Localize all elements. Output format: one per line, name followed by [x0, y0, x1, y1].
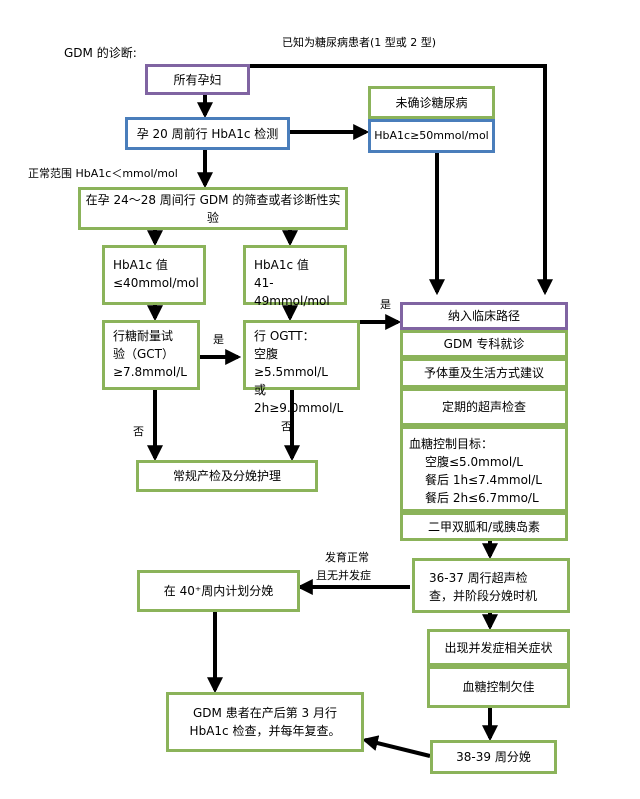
box-gct-line2: 验（GCT） — [113, 347, 175, 361]
normal-dev-label-2: 且无并发症 — [316, 569, 371, 582]
normal-range-label: 正常范围 HbA1c＜mmol/mol — [28, 167, 178, 180]
box-clinical-path: 纳入临床路径 — [400, 302, 568, 330]
box-gdm-specialist: GDM 专科就诊 — [400, 330, 568, 358]
box-ultrasound-36: 36-37 周行超声检 查，并阶段分娩时机 — [412, 558, 570, 613]
box-hba1c-20w-text: 孕 20 周前行 HbA1c 检测 — [136, 126, 279, 141]
box-glucose-targets: 血糖控制目标： 空腹≤5.0mmol/L 餐后 1h≤7.4mmol/L 餐后 … — [400, 426, 568, 512]
box-weight-lifestyle-text: 予体重及生活方式建议 — [423, 366, 544, 380]
box-delivery-38: 38-39 周分娩 — [430, 740, 557, 774]
box-ultrasound-36-line1: 36-37 周行超声检 — [429, 571, 528, 585]
yes-label-gct: 是 — [213, 333, 224, 346]
normal-dev-label-1: 发育正常 — [325, 551, 369, 564]
box-hba1c-41-49: HbA1c 值 41-49mmol/mol — [243, 245, 347, 308]
box-undiagnosed-text: 未确诊糖尿病 — [395, 95, 468, 110]
no-label-ogtt: 否 — [281, 420, 292, 433]
box-metformin-insulin-text: 二甲双胍和/或胰岛素 — [427, 519, 541, 534]
arrow-known-diabetes — [250, 64, 553, 296]
box-metformin-insulin: 二甲双胍和/或胰岛素 — [400, 512, 568, 541]
box-weight-lifestyle: 予体重及生活方式建议 — [400, 358, 568, 388]
box-ogtt-line2: 空腹≥5.5mmol/L — [254, 347, 328, 379]
box-ultrasound: 定期的超声检查 — [400, 388, 568, 426]
box-postpartum: GDM 患者在产后第 3 月行 HbA1c 检查，并每年复查。 — [166, 692, 364, 752]
box-delivery-40: 在 40⁺周内计划分娩 — [137, 570, 300, 612]
box-gct: 行糖耐量试 验（GCT） ≥7.8mmol/L — [102, 320, 200, 390]
box-all-pregnant: 所有孕妇 — [145, 64, 250, 95]
box-ogtt-line1: 行 OGTT： — [254, 329, 315, 343]
box-hba1c-40-line1: HbA1c 值 — [113, 258, 168, 272]
box-hba1c-40: HbA1c 值 ≤40mmol/mol — [102, 245, 206, 305]
box-ogtt: 行 OGTT： 空腹≥5.5mmol/L 或 2h≥9.0mmol/L — [243, 320, 360, 415]
box-hba1c-41-49-line2: 41-49mmol/mol — [254, 276, 330, 308]
box-postpartum-line1: GDM 患者在产后第 3 月行 — [193, 706, 337, 720]
box-complications-text: 出现并发症相关症状 — [444, 640, 553, 655]
box-complications: 出现并发症相关症状 — [427, 629, 570, 666]
box-undiagnosed: 未确诊糖尿病 — [368, 86, 495, 119]
box-poor-control: 血糖控制欠佳 — [427, 666, 570, 708]
box-glucose-targets-line2: 空腹≤5.0mmol/L — [425, 455, 523, 469]
box-glucose-targets-line4: 餐后 2h≤6.7mmo/L — [425, 491, 539, 505]
box-screening: 在孕 24～28 周间行 GDM 的筛查或者诊断性实验 — [78, 187, 348, 230]
box-delivery-40-text: 在 40⁺周内计划分娩 — [163, 584, 274, 598]
box-hba1c-20w: 孕 20 周前行 HbA1c 检测 — [125, 117, 290, 150]
box-glucose-targets-line3: 餐后 1h≤7.4mmol/L — [425, 473, 542, 487]
box-gct-line1: 行糖耐量试 — [113, 329, 174, 343]
box-hba1c-41-49-line1: HbA1c 值 — [254, 258, 309, 272]
box-hba1c-50-text: HbA1c≥50mmol/mol — [374, 129, 489, 142]
box-gct-line3: ≥7.8mmol/L — [113, 365, 187, 379]
yes-label-ogtt: 是 — [380, 298, 391, 311]
box-all-pregnant-text: 所有孕妇 — [173, 72, 222, 87]
box-screening-text: 在孕 24～28 周间行 GDM 的筛查或者诊断性实验 — [85, 192, 341, 225]
box-clinical-path-text: 纳入临床路径 — [447, 309, 520, 323]
no-label-gct: 否 — [133, 425, 144, 438]
box-ultrasound-text: 定期的超声检查 — [441, 400, 526, 414]
box-postpartum-line2: HbA1c 检查，并每年复查。 — [189, 724, 341, 738]
box-ogtt-line3: 或 2h≥9.0mmol/L — [254, 383, 344, 415]
box-delivery-38-text: 38-39 周分娩 — [456, 750, 531, 764]
box-hba1c-50: HbA1c≥50mmol/mol — [368, 119, 495, 153]
box-routine-care-text: 常规产检及分娩护理 — [172, 469, 281, 483]
arrow-38-postpartum — [361, 735, 431, 758]
box-hba1c-40-line2: ≤40mmol/mol — [113, 276, 199, 290]
diagram-title: GDM 的诊断: — [64, 46, 137, 60]
box-ultrasound-36-line2: 查，并阶段分娩时机 — [429, 589, 538, 603]
box-routine-care: 常规产检及分娩护理 — [136, 460, 318, 492]
known-diabetes-label: 已知为糖尿病患者(1 型或 2 型) — [282, 36, 437, 49]
box-gdm-specialist-text: GDM 专科就诊 — [443, 337, 525, 351]
box-poor-control-text: 血糖控制欠佳 — [462, 680, 535, 694]
box-glucose-targets-line1: 血糖控制目标： — [409, 437, 494, 451]
